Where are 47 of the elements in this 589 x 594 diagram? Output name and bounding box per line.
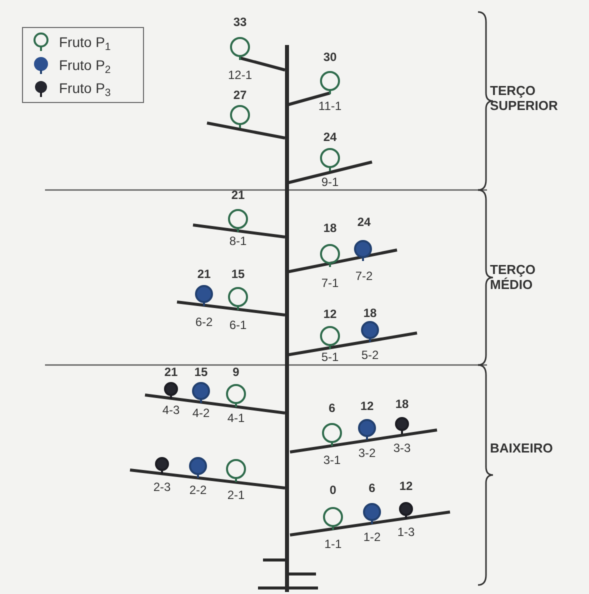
fruit-code: 2-2: [189, 483, 207, 497]
fruit-code: 2-3: [153, 480, 171, 494]
value-label: 30: [323, 50, 337, 64]
value-label: 6: [328, 401, 336, 415]
fruit-code: 11-1: [318, 99, 342, 113]
value-label: 24: [357, 215, 371, 229]
fruit-code: 1-2: [363, 530, 381, 544]
legend-label: Fruto P$_{3}$: [59, 79, 111, 97]
value-label: 15: [231, 267, 245, 281]
fruit-code: 5-1: [321, 350, 339, 364]
value-label: 21: [231, 188, 245, 202]
value-label: 12: [360, 399, 374, 413]
fruit-code: 4-3: [162, 403, 180, 417]
fruit-code: 4-2: [192, 406, 210, 420]
value-label: 12: [323, 307, 337, 321]
value-label: 0: [330, 483, 336, 497]
fruit-code: 8-1: [229, 234, 247, 248]
fruit-code: 12-1: [228, 68, 252, 82]
value-label: 33: [233, 15, 247, 29]
section-label: BAIXEIRO: [490, 440, 554, 456]
fruit-code: 1-3: [397, 525, 415, 539]
legend-label: Fruto P$_{2}$: [59, 56, 111, 74]
fruit-code: 2-1: [227, 488, 245, 502]
fruit-code: 6-1: [229, 318, 247, 332]
fruit-code: 5-2: [361, 348, 379, 362]
fruit-code: 7-2: [355, 269, 373, 283]
value-label: 18: [323, 221, 337, 235]
legend-label: Fruto P$_{1}$: [59, 33, 111, 51]
fruit-code: 6-2: [195, 315, 213, 329]
value-label: 15: [194, 365, 208, 379]
value-label: 24: [323, 130, 337, 144]
fruit-code: 9-1: [321, 175, 339, 189]
value-label: 6: [368, 481, 376, 495]
value-label: 27: [233, 88, 247, 102]
value-label: 21: [197, 267, 211, 281]
fruit-code: 3-1: [323, 453, 341, 467]
fruit-code: 1-1: [324, 537, 342, 551]
fruit-code: 7-1: [321, 276, 339, 290]
value-label: 9: [232, 365, 240, 379]
value-label: 18: [395, 397, 409, 411]
value-label: 18: [363, 306, 377, 320]
value-label: 21: [164, 365, 178, 379]
value-label: 12: [399, 479, 413, 493]
fruit-code: 3-3: [393, 441, 411, 455]
fruit-code: 3-2: [358, 446, 376, 460]
section-label: TERÇO MÉDIO: [490, 262, 536, 292]
fruit-code: 4-1: [227, 411, 245, 425]
